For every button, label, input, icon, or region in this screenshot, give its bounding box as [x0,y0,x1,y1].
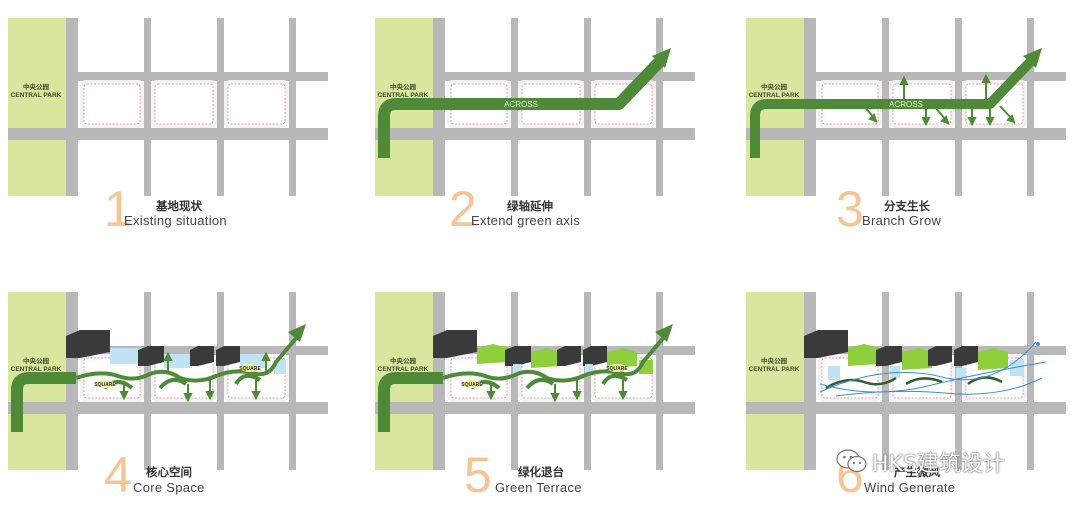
arrow-head [652,48,671,68]
park-label: 中央公园 CENTRAL PARK [746,358,802,374]
site-plot [83,83,141,125]
step-title-cn: 分支生长 [884,199,930,213]
branch-arrows [119,351,271,403]
arrow-head [288,324,306,342]
step-number: 2 [449,181,477,237]
step-number: 4 [104,447,132,503]
park-label: 中央公园 CENTRAL PARK [8,358,64,374]
site-map-1 [8,18,328,196]
site-map-2: ACROSS [375,18,695,196]
park-label-en: CENTRAL PARK [748,92,800,99]
park-label: 中央公园 CENTRAL PARK [8,84,64,100]
across-label: ACROSS [889,100,923,109]
step-title-en: Wind Generate [864,480,956,495]
park-label-en: CENTRAL PARK [377,92,429,99]
caption-4: 4 核心空间 Core Space [104,450,304,510]
park-label-cn: 中央公园 [23,84,49,91]
diagram-panel-5: SQUARE SQUARE 中央公园 CENTRAL PARK [375,292,695,470]
step-title-en: Extend green axis [471,213,581,228]
branch-arrows [486,380,628,403]
caption-5: 5 绿化退台 Green Terrace [464,450,664,510]
park-label: 中央公园 CENTRAL PARK [375,358,431,374]
diagram-panel-2: ACROSS 中央公园 CENTRAL PARK [375,18,695,196]
park-label-cn: 中央公园 [23,358,49,365]
central-park-area [8,18,66,196]
wechat-icon [836,449,867,473]
arrow-head [1023,48,1042,68]
park-label-en: CENTRAL PARK [748,366,800,373]
terrace-paths [442,334,667,390]
park-label-en: CENTRAL PARK [10,366,62,373]
wind-flow-lines [819,341,1047,397]
park-label-cn: 中央公园 [761,84,787,91]
branch-arrows [863,73,1016,127]
park-label-en: CENTRAL PARK [377,366,429,373]
watermark-text: HKS建筑设计 [872,452,1005,477]
square-label: SQUARE [461,382,483,388]
caption-3: 3 分支生长 Branch Grow [836,184,1036,244]
step-number: 3 [836,181,864,237]
square-label: SQUARE [239,366,261,372]
step-title-cn: 绿轴延伸 [507,199,553,213]
step-title-cn: 核心空间 [146,465,192,479]
site-map-4: SQUARE SQUARE [8,292,328,470]
caption-2: 2 绿轴延伸 Extend green axis [449,184,649,244]
square-label: SQUARE [606,366,628,372]
park-label-cn: 中央公园 [390,358,416,365]
site-map-6 [746,292,1066,470]
square-label: SQUARE [94,382,116,388]
site-map-3: ACROSS [746,18,1066,196]
step-title-en: Branch Grow [862,213,942,228]
park-label: 中央公园 CENTRAL PARK [375,84,431,100]
green-axis-arrow [378,53,668,158]
step-title-cn: 基地现状 [156,199,202,213]
site-plot [227,83,286,125]
building-blocks [433,330,653,374]
diagram-panel-3: ACROSS 中央公园 CENTRAL PARK [746,18,1066,196]
core-space-paths [75,334,300,390]
diagram-panel-4: SQUARE SQUARE 中央公园 CENTRAL PARK [8,292,328,470]
arrow-head [655,324,673,342]
park-label-cn: 中央公园 [390,84,416,91]
green-axis-arrow [750,54,1038,158]
across-label: ACROSS [504,100,538,109]
park-label: 中央公园 CENTRAL PARK [746,84,802,100]
step-title-en: Green Terrace [495,480,582,495]
step-number: 5 [464,447,492,503]
building-blocks [66,330,286,374]
step-title-cn: 产生微风 [894,465,940,479]
diagram-panel-6: 中央公园 CENTRAL PARK [746,292,1066,470]
step-title-cn: 绿化退台 [518,465,564,479]
caption-1: 1 基地现状 Existing situation [104,184,304,244]
park-label-en: CENTRAL PARK [10,92,62,99]
site-map-5: SQUARE SQUARE [375,292,695,470]
site-plot [154,83,214,125]
step-number: 1 [104,181,132,237]
step-title-en: Core Space [133,480,205,495]
watermark: HKS建筑设计 [836,446,1051,477]
park-label-cn: 中央公园 [761,358,787,365]
building-blocks [804,330,1024,380]
diagram-panel-1: 中央公园 CENTRAL PARK [8,18,328,196]
step-title-en: Existing situation [124,213,227,228]
